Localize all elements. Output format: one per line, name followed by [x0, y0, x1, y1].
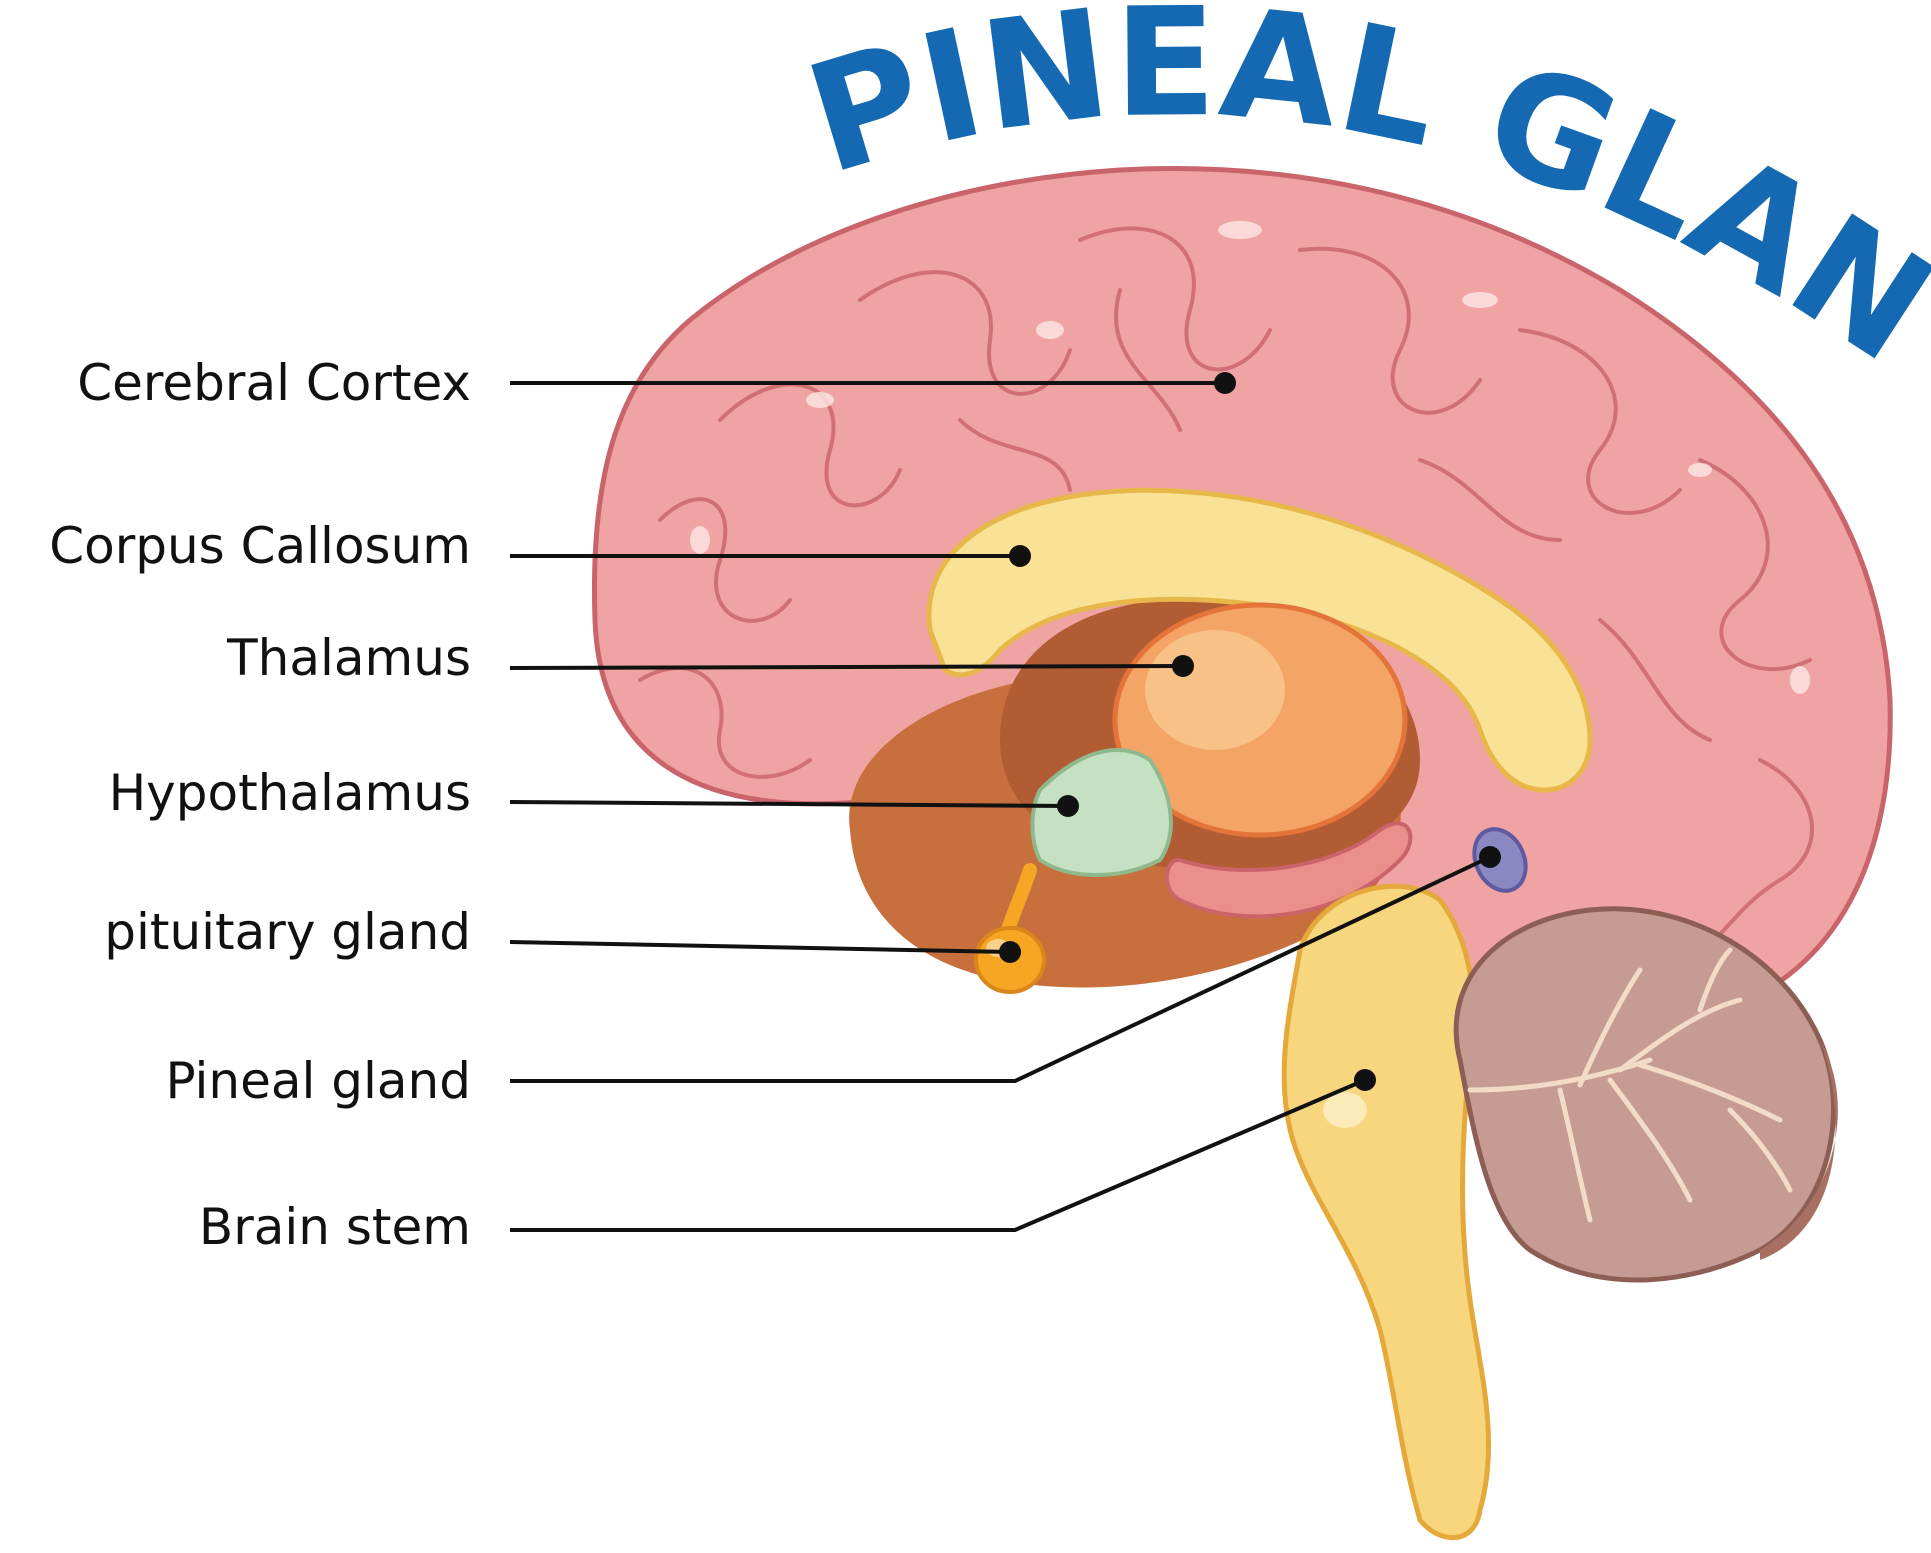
marker-dot-cerebral-cortex: [1214, 372, 1236, 394]
marker-dot-brain-stem: [1354, 1069, 1376, 1091]
label-brain-stem: Brain stem: [198, 1198, 471, 1256]
leader-line-hypothalamus: [509, 800, 1069, 808]
brain-stem-shape: [1281, 883, 1492, 1541]
leader-line-pituitary: [509, 940, 1011, 954]
leader-line-pineal: [510, 855, 1491, 1083]
cerebellum-outer-rim: [1760, 1040, 1838, 1260]
marker-dot-hypothalamus: [1057, 795, 1079, 817]
brain-stem-highlight: [1323, 1092, 1367, 1128]
arbor-vitae: [1467, 947, 1793, 1223]
label-corpus-callosum: Corpus Callosum: [49, 517, 471, 575]
fornix-shape: [1164, 821, 1413, 919]
label-cerebral-cortex: Cerebral Cortex: [77, 354, 471, 412]
marker-dot-corpus-callosum: [1009, 545, 1031, 567]
cortex-highlights: [690, 221, 1810, 694]
label-hypothalamus: Hypothalamus: [108, 764, 471, 822]
label-pituitary-gland: pituitary gland: [104, 903, 471, 961]
leader-line-thalamus: [509, 664, 1184, 670]
label-pineal-gland: Pineal gland: [165, 1052, 471, 1110]
label-thalamus: Thalamus: [227, 629, 471, 687]
marker-dot-pineal: [1479, 846, 1501, 868]
hypothalamus-shape: [1030, 748, 1173, 877]
corpus-callosum-shape: [926, 487, 1593, 793]
marker-dot-thalamus: [1172, 655, 1194, 677]
leader-line-brain-stem: [510, 1078, 1366, 1232]
marker-dot-pituitary: [999, 941, 1021, 963]
